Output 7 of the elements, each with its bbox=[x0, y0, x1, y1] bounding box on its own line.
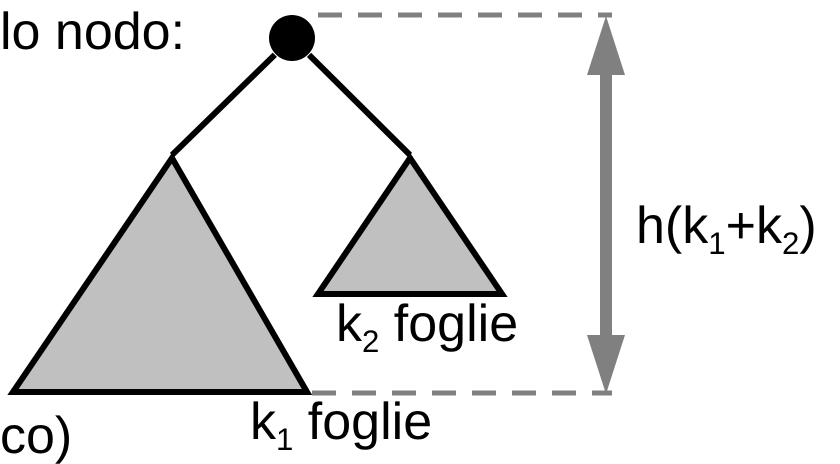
tree-edge bbox=[170, 52, 277, 158]
tree-edge bbox=[306, 52, 412, 158]
text-label: co) bbox=[0, 410, 72, 462]
text-label: lo nodo: bbox=[0, 6, 186, 58]
leaf-count-label: k$_{2}$ foglie bbox=[336, 298, 518, 358]
leaf-count-label: k$_{1}$ foglie bbox=[250, 396, 432, 456]
text-label: h(k$_{1}$+k$_{2}$) bbox=[636, 200, 817, 260]
